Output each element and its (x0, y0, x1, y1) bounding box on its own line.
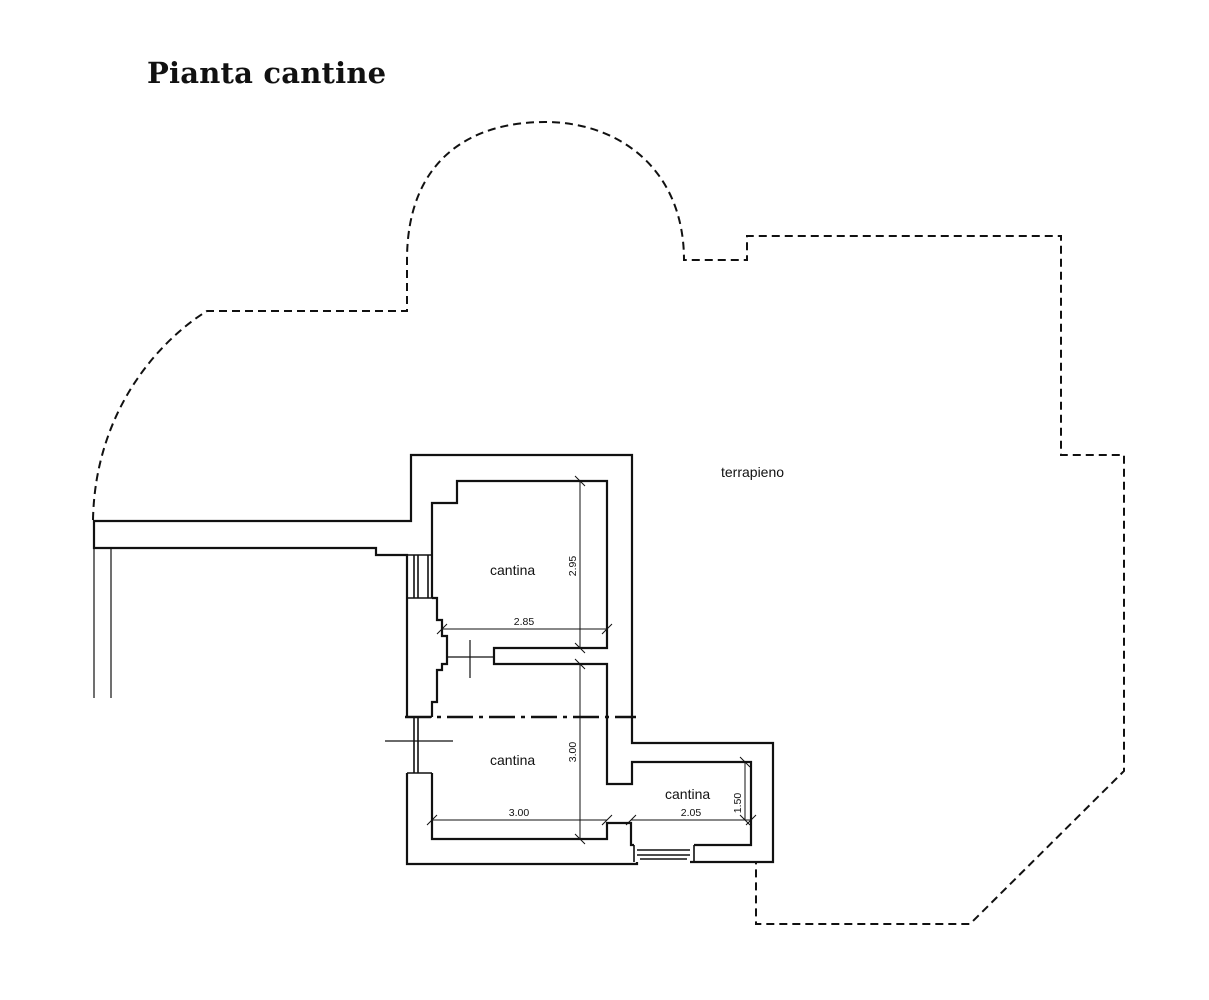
dim-line-room1-horizontal (436, 623, 613, 635)
dim-line-room3-vertical (739, 756, 751, 826)
passage-mark-horizontal (447, 640, 494, 678)
terrapieno-outline (92, 120, 1125, 925)
dim-line-room3-horizontal (625, 814, 757, 826)
dim-room1-width: 2.85 (514, 616, 535, 628)
dim-room2-width: 3.00 (509, 807, 530, 819)
room-3-label: cantina (665, 786, 710, 802)
left-guide-lines (93, 548, 112, 698)
dim-room1-height: 2.95 (567, 556, 579, 577)
dim-room3-width: 2.05 (681, 807, 702, 819)
room-2-label: cantina (490, 752, 535, 768)
dim-line-room1-vertical (574, 475, 586, 654)
page-title: Pianta cantine (147, 56, 387, 90)
terrapieno-label: terrapieno (721, 464, 784, 480)
dim-room3-height: 1.50 (732, 793, 744, 814)
dim-room2-height: 3.00 (567, 742, 579, 763)
dim-line-room2-horizontal (426, 814, 613, 826)
door-frame-bottom (633, 845, 695, 862)
outer-wall (92, 453, 775, 866)
inner-wall-room-1 (430, 479, 753, 847)
room-1-label: cantina (490, 562, 535, 578)
opening-frame-upper (407, 554, 432, 599)
opening-frame-lower (407, 716, 432, 774)
dim-line-room2-vertical (574, 658, 586, 845)
stepped-wall (430, 596, 449, 717)
